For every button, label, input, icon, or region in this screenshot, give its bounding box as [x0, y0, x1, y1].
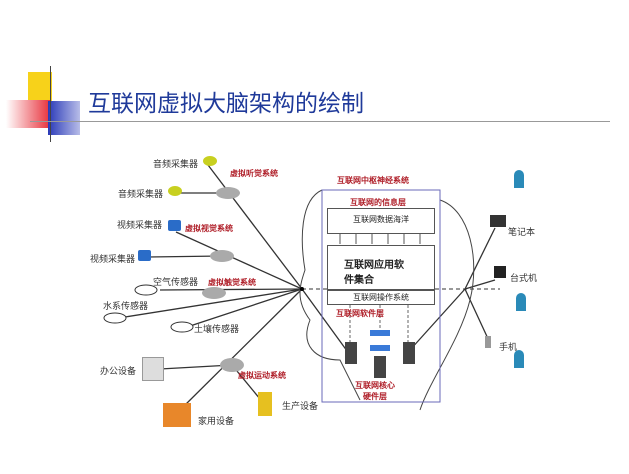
router-icon [370, 345, 390, 351]
label-virtual-hearing: 虚拟听觉系统 [230, 168, 278, 178]
user-icon [516, 293, 526, 311]
label-air-sensor: 空气传感器 [153, 278, 199, 288]
slide-title: 互联网虚拟大脑架构的绘制 [88, 91, 364, 117]
user-icon [514, 170, 524, 188]
label-desktop: 台式机 [510, 274, 538, 284]
server-icon [345, 342, 357, 364]
camera-icon [168, 220, 181, 231]
laptop-icon [490, 215, 506, 227]
label-hardware-layer: 互联网核心硬件层 [355, 380, 395, 401]
label-apps: 互联网应用软件集合 [344, 260, 404, 286]
label-os: 互联网操作系统 [353, 293, 409, 302]
label-info-layer: 互联网的信息层 [350, 197, 406, 207]
microphone-icon [168, 186, 182, 196]
deco-yellow-square [28, 72, 52, 102]
deco-red-square [6, 100, 50, 128]
label-central-nervous-system: 互联网中枢神经系统 [337, 175, 409, 185]
phone-icon [485, 336, 491, 348]
microphone-icon [203, 156, 217, 166]
label-phone: 手机 [499, 343, 518, 353]
apps-box: 互联网应用软件集合 [327, 245, 435, 290]
desktop-icon [494, 266, 506, 278]
label-audio-collector-2: 音频采集器 [118, 190, 164, 200]
deco-blue-square [48, 101, 80, 135]
label-video-collector-2: 视频采集器 [90, 255, 136, 265]
label-software-layer: 互联网软件层 [336, 308, 384, 318]
os-box: 互联网操作系统 [327, 290, 435, 305]
home-appliance-icon [163, 403, 191, 427]
router-icon [370, 330, 390, 336]
printer-icon [142, 357, 164, 381]
label-audio-collector-1: 音频采集器 [153, 160, 199, 170]
user-icon [514, 350, 524, 368]
data-ocean-box: 互联网数据海洋 [327, 208, 435, 234]
forklift-icon [258, 392, 272, 416]
label-virtual-touch: 虚拟触觉系统 [208, 277, 256, 287]
label-water-sensor: 水系传感器 [103, 302, 149, 312]
label-virtual-motion: 虚拟运动系统 [238, 370, 286, 380]
label-production-equipment: 生产设备 [282, 402, 319, 412]
deco-vline [50, 66, 51, 142]
label-video-collector-1: 视频采集器 [117, 221, 163, 231]
title-underline [30, 121, 610, 122]
camera-icon [138, 250, 151, 261]
server-icon [374, 356, 386, 378]
label-virtual-vision: 虚拟视觉系统 [185, 223, 233, 233]
server-icon [403, 342, 415, 364]
label-soil-sensor: 土壤传感器 [194, 325, 240, 335]
label-home-equipment: 家用设备 [198, 417, 235, 427]
label-data-ocean: 互联网数据海洋 [353, 215, 409, 224]
label-office-equipment: 办公设备 [100, 367, 137, 377]
label-laptop: 笔记本 [508, 228, 536, 238]
